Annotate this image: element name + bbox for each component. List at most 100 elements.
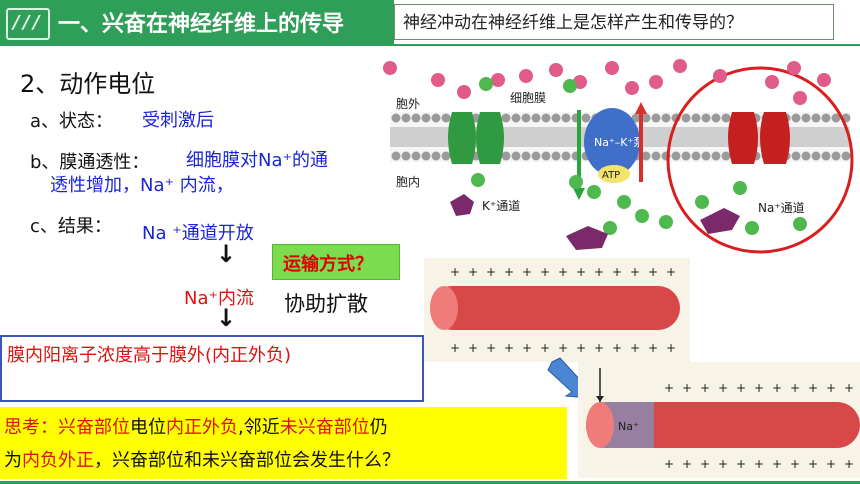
lipid-head bbox=[441, 151, 451, 161]
na-ion bbox=[649, 75, 663, 89]
charge-sign: + bbox=[522, 265, 532, 279]
charge-sign: + bbox=[682, 457, 692, 471]
lipid-head bbox=[801, 151, 811, 161]
lipid-head bbox=[401, 113, 411, 123]
na-ion bbox=[673, 59, 687, 73]
charge-sign: + bbox=[576, 341, 586, 355]
header-bar bbox=[0, 0, 394, 44]
k-ion bbox=[659, 215, 673, 229]
charge-sign: + bbox=[558, 265, 568, 279]
na-k-pump bbox=[584, 108, 640, 176]
lipid-head bbox=[401, 151, 411, 161]
think-still: 仍 bbox=[369, 417, 388, 438]
think-potential: 电位 bbox=[130, 417, 166, 438]
charge-sign: + bbox=[630, 265, 640, 279]
charge-sign: + bbox=[772, 381, 782, 395]
charge-sign: + bbox=[682, 381, 692, 395]
k-channel bbox=[448, 112, 504, 164]
permeability-label: b、膜通透性： bbox=[30, 152, 150, 173]
nerve-fiber-excited: +++++++++++−−−−−−−−−−−−−−−−−−−−−−+++++++… bbox=[578, 362, 860, 478]
membrane-diagram: 胞外 胞内 细胞膜 K⁺通道 Na⁺–K⁺泵 ATP Na⁺通道 bbox=[383, 59, 854, 254]
charge-sign: + bbox=[504, 265, 514, 279]
charge-sign: + bbox=[826, 381, 836, 395]
charge-sign: + bbox=[612, 265, 622, 279]
charge-sign: + bbox=[486, 341, 496, 355]
lipid-head bbox=[821, 113, 831, 123]
lipid-head bbox=[521, 113, 531, 123]
header-question: 神经冲动在神经纤维上是怎样产生和传导的？ bbox=[394, 4, 834, 40]
charge-sign: + bbox=[664, 457, 674, 471]
lipid-head bbox=[711, 113, 721, 123]
k-ion bbox=[695, 195, 709, 209]
lipid-head bbox=[431, 113, 441, 123]
think-question: ，兴奋部位和未兴奋部位会发生什么？ bbox=[94, 450, 400, 471]
charge-sign: + bbox=[468, 265, 478, 279]
down-arrow-1: ↓ bbox=[216, 240, 237, 268]
down-arrow-2: ↓ bbox=[216, 304, 237, 332]
pump-label: Na⁺–K⁺泵 bbox=[594, 136, 644, 149]
na-ion bbox=[765, 75, 779, 89]
lipid-head bbox=[681, 113, 691, 123]
lipid-head bbox=[811, 151, 821, 161]
na-ion bbox=[457, 85, 471, 99]
membrane-label: 细胞膜 bbox=[510, 91, 546, 105]
think-line2-prefix: 为 bbox=[4, 450, 22, 471]
think-excited-site: 兴奋部位 bbox=[58, 417, 130, 438]
lipid-head bbox=[701, 113, 711, 123]
permeability-line2: 透性增加，Na⁺ 内流， bbox=[50, 175, 234, 196]
na-ion bbox=[431, 73, 445, 87]
charge-sign: + bbox=[790, 381, 800, 395]
lipid-head bbox=[421, 113, 431, 123]
charge-sign: + bbox=[540, 341, 550, 355]
lipid-head bbox=[631, 113, 641, 123]
pump-arrow-down-head bbox=[573, 188, 585, 200]
lipid-head bbox=[511, 113, 521, 123]
lipid-head bbox=[701, 151, 711, 161]
lipid-head bbox=[831, 113, 841, 123]
lipid-head bbox=[831, 151, 841, 161]
lipid-head bbox=[791, 113, 801, 123]
charge-sign: + bbox=[700, 381, 710, 395]
charge-sign: + bbox=[648, 265, 658, 279]
lipid-head bbox=[841, 151, 851, 161]
lipid-head bbox=[811, 113, 821, 123]
charge-sign: + bbox=[772, 457, 782, 471]
lipid-head bbox=[431, 151, 441, 161]
k-ion bbox=[635, 209, 649, 223]
inside-label: 胞内 bbox=[396, 175, 420, 189]
charge-sign: + bbox=[666, 265, 676, 279]
conclusion-text: 膜内阳离子浓度高于膜外(内正外负) bbox=[7, 345, 292, 366]
lipid-head bbox=[391, 113, 401, 123]
charge-sign: + bbox=[522, 341, 532, 355]
charge-sign: + bbox=[844, 457, 854, 471]
lipid-head bbox=[681, 151, 691, 161]
k-channel-label: K⁺通道 bbox=[482, 199, 520, 213]
k-ion bbox=[617, 195, 631, 209]
na-channel-highlight bbox=[666, 66, 854, 254]
charge-sign: + bbox=[826, 457, 836, 471]
result-label: c、结果： bbox=[30, 216, 112, 237]
lipid-head bbox=[801, 113, 811, 123]
stimulus-arrow-head bbox=[596, 396, 604, 402]
lipid-head bbox=[671, 151, 681, 161]
lipid-head bbox=[501, 151, 511, 161]
k-ion bbox=[733, 181, 747, 195]
k-ion bbox=[587, 185, 601, 199]
fiber2-body bbox=[586, 402, 860, 448]
lipid-head bbox=[651, 151, 661, 161]
charge-sign: + bbox=[664, 381, 674, 395]
charge-sign: + bbox=[612, 341, 622, 355]
permeability-line1: 细胞膜对Na⁺的通 bbox=[186, 150, 328, 171]
k-ion bbox=[569, 175, 583, 189]
nerve-fiber-resting: +++++++++++++−−−−−−−−−−−−−−−−−−−−−−−−−−+… bbox=[424, 258, 690, 362]
na-channel bbox=[728, 112, 790, 164]
pump-arrow-up-head bbox=[635, 102, 647, 114]
lipid-head bbox=[691, 113, 701, 123]
lipid-head bbox=[421, 151, 431, 161]
lipid-head bbox=[411, 113, 421, 123]
charge-sign: + bbox=[736, 457, 746, 471]
k-ion bbox=[479, 77, 493, 91]
charge-sign: + bbox=[594, 265, 604, 279]
k-ion bbox=[471, 173, 485, 187]
atp-label: ATP bbox=[602, 170, 620, 181]
